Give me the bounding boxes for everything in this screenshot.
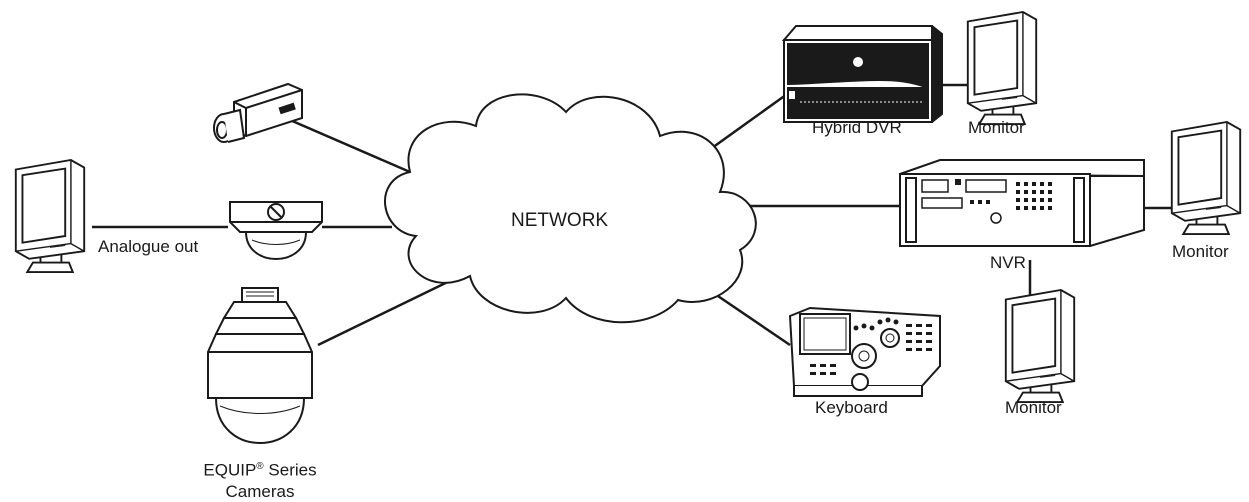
network-label: NETWORK xyxy=(511,210,609,231)
hybrid-dvr-icon xyxy=(781,25,943,123)
cameras-label-line2: Cameras xyxy=(225,481,295,501)
dome-camera-icon xyxy=(229,201,323,260)
link-box-camera xyxy=(289,118,411,174)
link-ptz-camera xyxy=(317,273,463,347)
nvr-icon xyxy=(899,159,1145,247)
ptz-camera-icon xyxy=(207,287,313,444)
cameras-label-mark: ® xyxy=(256,461,264,472)
monitor-dvr-icon xyxy=(966,11,1038,126)
network-cloud xyxy=(384,93,757,324)
cameras-label-series: Series xyxy=(263,460,317,480)
link-keyboard xyxy=(711,290,791,347)
monitor-nvr-bottom-icon xyxy=(1004,289,1076,404)
hybrid-dvr-label: Hybrid DVR xyxy=(812,118,902,137)
keyboard-label: Keyboard xyxy=(815,398,888,417)
monitor-nvr-right-icon xyxy=(1170,121,1242,236)
nvr-label: NVR xyxy=(990,253,1026,272)
monitor-analogue-icon xyxy=(14,159,86,274)
monitor-dvr-label: Monitor xyxy=(968,118,1025,137)
cameras-label: EQUIP® Series Cameras xyxy=(198,456,322,502)
analogue-out-label: Analogue out xyxy=(98,237,199,256)
box-camera-icon xyxy=(213,82,303,143)
keyboard-icon xyxy=(788,306,941,397)
cameras-label-brand: EQUIP xyxy=(203,460,257,480)
monitor-nvr-right-label: Monitor xyxy=(1172,242,1229,261)
monitor-nvr-bottom-label: Monitor xyxy=(1005,398,1062,417)
